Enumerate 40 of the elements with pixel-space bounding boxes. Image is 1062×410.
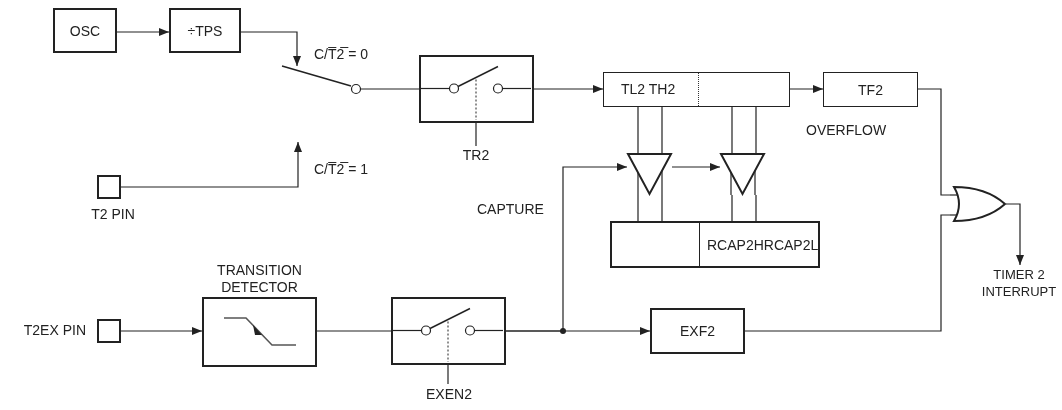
switch-block xyxy=(391,297,506,365)
connector-line xyxy=(917,88,951,196)
connector-line xyxy=(316,330,392,332)
arrow xyxy=(116,28,170,36)
pin-label: EXEN2 xyxy=(425,386,473,403)
arrow xyxy=(240,31,301,67)
bus-lines xyxy=(731,106,757,154)
interrupt-label: TIMER 2 INTERRUPT xyxy=(976,265,1062,301)
buffer-triangle xyxy=(720,153,765,195)
bus-lines xyxy=(637,106,663,154)
switch-block xyxy=(419,55,534,123)
pin-square xyxy=(97,175,121,199)
register-box xyxy=(603,72,790,107)
register-box xyxy=(610,221,820,268)
arrow xyxy=(789,85,824,93)
connector-line xyxy=(361,88,420,90)
flag-box: EXF2 xyxy=(650,308,745,354)
arrow xyxy=(120,327,203,335)
mode-switch-symbol xyxy=(282,66,362,95)
signal-label: OVERFLOW xyxy=(806,122,887,139)
pin-label: TR2 xyxy=(461,147,491,164)
oscillator-block: OSC xyxy=(53,8,117,53)
pin-label: T2 PIN xyxy=(90,206,136,223)
arrow xyxy=(533,85,604,93)
pin-square xyxy=(97,319,121,343)
bus-lines xyxy=(731,194,757,222)
flag-box: TF2 xyxy=(823,72,918,107)
or-gate-symbol xyxy=(950,186,1006,222)
pin-label: T2EX PIN xyxy=(22,322,86,339)
arrow xyxy=(671,163,721,171)
arrow xyxy=(1005,203,1024,266)
arrow xyxy=(505,163,628,332)
connector-line xyxy=(744,214,951,332)
bus-lines xyxy=(637,194,663,222)
register-label: TL2 TH2 xyxy=(621,80,676,98)
arrow xyxy=(120,141,302,188)
buffer-triangle xyxy=(627,153,672,195)
register-label: RCAP2HRCAP2L xyxy=(707,236,819,254)
prescaler-block: ÷TPS xyxy=(169,8,241,53)
block-heading: TRANSITION DETECTOR xyxy=(216,262,303,296)
